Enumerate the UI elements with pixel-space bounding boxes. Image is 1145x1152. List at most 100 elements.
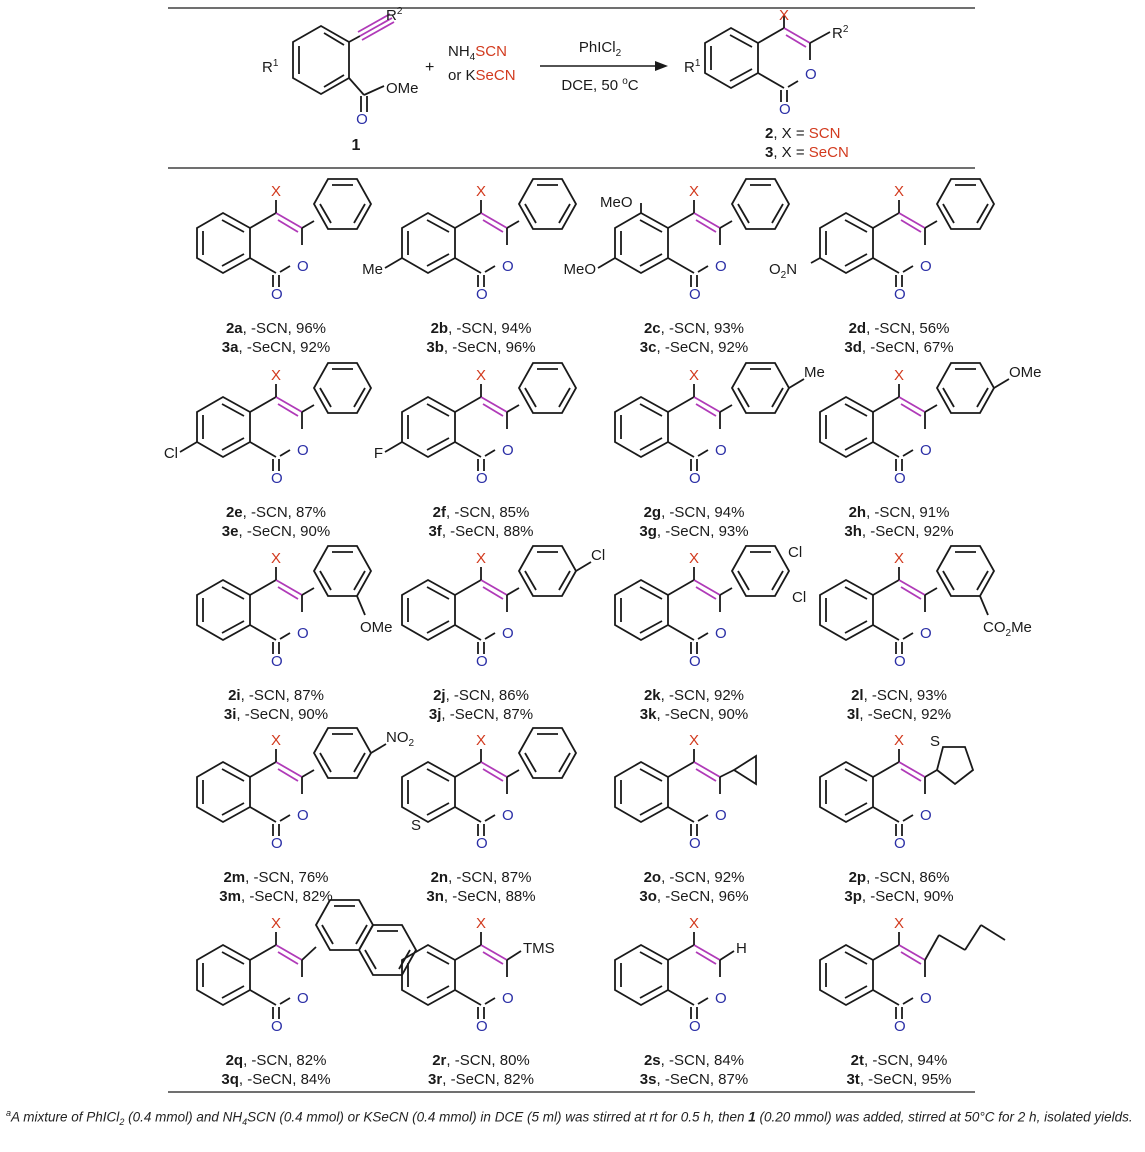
svg-text:O: O (689, 835, 701, 852)
svg-text:O: O (271, 653, 283, 670)
yield-thio: 2i, -SCN, 87% (228, 687, 324, 704)
svg-text:X: X (894, 367, 904, 384)
svg-text:O: O (920, 258, 932, 275)
legend-3: 3, X = SeCN (765, 144, 849, 161)
svg-text:O: O (920, 990, 932, 1007)
svg-text:CO2Me: CO2Me (983, 619, 1032, 639)
svg-text:O: O (297, 258, 309, 275)
svg-text:O: O (271, 470, 283, 487)
yield-seleno: 3a, -SeCN, 92% (222, 339, 330, 356)
yield-thio: 2o, -SCN, 92% (644, 869, 745, 886)
svg-text:X: X (894, 183, 904, 200)
svg-text:R1: R1 (684, 58, 701, 76)
svg-text:H: H (736, 940, 747, 957)
yield-seleno: 3d, -SeCN, 67% (844, 339, 953, 356)
yield-seleno: 3e, -SeCN, 90% (222, 523, 330, 540)
legend-2: 2, X = SCN (765, 125, 840, 142)
svg-text:O: O (715, 807, 727, 824)
svg-text:R2: R2 (832, 24, 849, 42)
conditions-label: DCE, 50 oC (561, 76, 638, 94)
yield-thio: 2r, -SCN, 80% (432, 1052, 530, 1069)
yield-thio: 2d, -SCN, 56% (849, 320, 950, 337)
yield-thio: 2f, -SCN, 85% (433, 504, 530, 521)
svg-text:O: O (894, 835, 906, 852)
svg-text:O: O (689, 470, 701, 487)
yield-seleno: 3p, -SeCN, 90% (844, 888, 953, 905)
yield-thio: 2t, -SCN, 94% (851, 1052, 948, 1069)
yield-thio: 2s, -SCN, 84% (644, 1052, 744, 1069)
starting-material-1: O OMe R2 R1 1 (262, 6, 419, 154)
svg-text:Cl: Cl (792, 589, 806, 606)
svg-text:S: S (930, 733, 940, 750)
svg-text:O: O (502, 258, 514, 275)
svg-text:O: O (715, 625, 727, 642)
svg-text:X: X (476, 367, 486, 384)
svg-text:Cl: Cl (788, 544, 802, 561)
svg-text:X: X (894, 732, 904, 749)
yield-thio: 2e, -SCN, 87% (226, 504, 326, 521)
reaction-scheme: O OMe R2 R1 1 + NH4SCN or KSeCN PhICl2 D… (164, 6, 1042, 1093)
yield-thio: 2h, -SCN, 91% (849, 504, 950, 521)
yield-thio: 2c, -SCN, 93% (644, 320, 744, 337)
svg-text:X: X (476, 915, 486, 932)
svg-text:MeO: MeO (563, 261, 596, 278)
yield-seleno: 3k, -SeCN, 90% (640, 706, 748, 723)
yield-seleno: 3s, -SeCN, 87% (640, 1071, 748, 1088)
svg-text:O: O (476, 470, 488, 487)
svg-text:O: O (476, 653, 488, 670)
reagents: NH4SCN or KSeCN (448, 43, 516, 84)
svg-text:O: O (894, 470, 906, 487)
yield-thio: 2m, -SCN, 76% (223, 869, 328, 886)
svg-text:Cl: Cl (164, 445, 178, 462)
yield-seleno: 3j, -SeCN, 87% (429, 706, 533, 723)
svg-text:X: X (689, 550, 699, 567)
svg-text:F: F (374, 445, 383, 462)
svg-text:O: O (689, 653, 701, 670)
svg-text:O: O (271, 1018, 283, 1035)
svg-text:OMe: OMe (1009, 364, 1042, 381)
plus-sign: + (425, 59, 434, 76)
sm-r1-label: R1 (262, 58, 279, 76)
yield-seleno: 3c, -SeCN, 92% (640, 339, 748, 356)
yield-seleno: 3o, -SeCN, 96% (639, 888, 748, 905)
svg-text:Me: Me (362, 261, 383, 278)
svg-text:X: X (689, 732, 699, 749)
svg-text:O: O (715, 442, 727, 459)
svg-text:TMS: TMS (523, 940, 555, 957)
yield-seleno: 3l, -SeCN, 92% (847, 706, 951, 723)
svg-text:X: X (271, 732, 281, 749)
svg-text:X: X (779, 7, 789, 24)
sm-id: 1 (352, 137, 361, 154)
svg-text:O: O (297, 990, 309, 1007)
svg-text:O: O (779, 101, 791, 118)
yield-thio: 2g, -SCN, 94% (644, 504, 745, 521)
svg-text:X: X (894, 915, 904, 932)
svg-text:NH4SCN: NH4SCN (448, 43, 507, 63)
oxidant-label: PhICl2 (579, 39, 622, 59)
yield-seleno: 3i, -SeCN, 90% (224, 706, 328, 723)
yield-thio: 2j, -SCN, 86% (433, 687, 529, 704)
svg-text:O2N: O2N (769, 261, 797, 281)
svg-text:O: O (689, 286, 701, 303)
svg-text:O: O (894, 1018, 906, 1035)
svg-text:O: O (297, 625, 309, 642)
yield-thio: 2q, -SCN, 82% (226, 1052, 327, 1069)
svg-text:X: X (476, 550, 486, 567)
svg-text:O: O (502, 625, 514, 642)
svg-text:O: O (271, 835, 283, 852)
svg-text:X: X (689, 183, 699, 200)
yield-thio: 2a, -SCN, 96% (226, 320, 326, 337)
